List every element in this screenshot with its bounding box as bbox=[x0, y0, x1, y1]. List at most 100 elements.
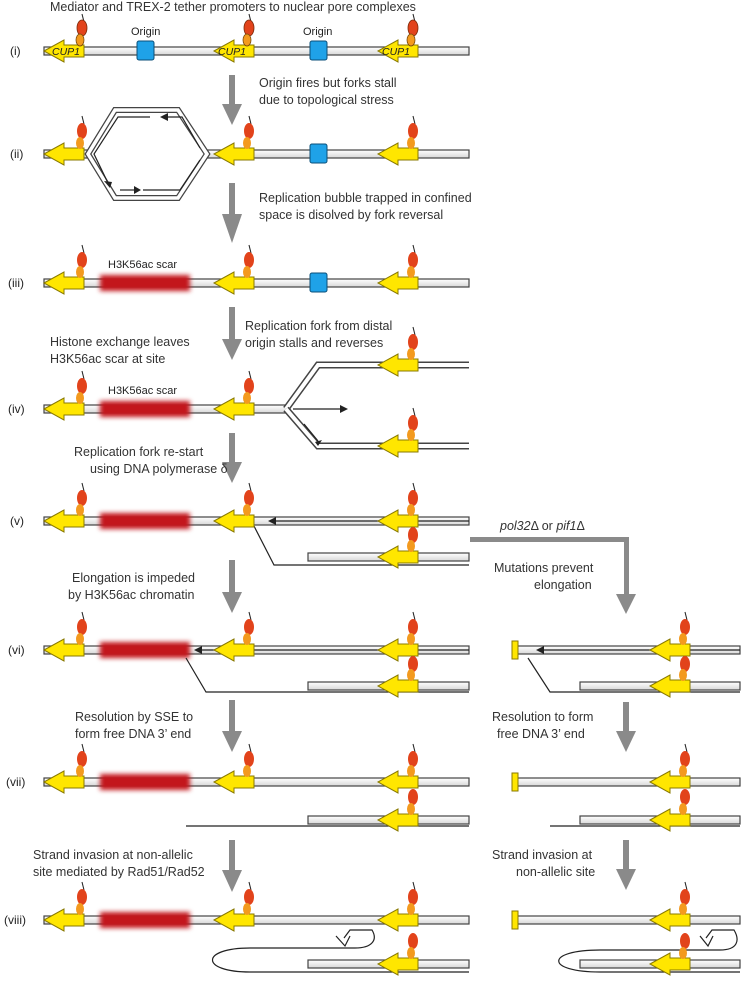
gene-arrow bbox=[212, 770, 255, 794]
dna-end-block bbox=[511, 910, 519, 930]
caption-line: site mediated by Rad51/Rad52 bbox=[33, 865, 205, 879]
step-label: (ii) bbox=[10, 147, 23, 161]
pore-tether-icon bbox=[679, 743, 690, 777]
caption-line: using DNA polymerase δ bbox=[90, 462, 228, 476]
gene-arrow bbox=[42, 397, 85, 421]
gene-arrow bbox=[648, 908, 691, 932]
scar-label: H3K56ac scar bbox=[108, 259, 177, 271]
step-labels: (i) (ii) (iii) (iv) (v) (vi) (vii) (viii… bbox=[4, 44, 26, 927]
row-v bbox=[42, 482, 470, 569]
caption-line: elongation bbox=[534, 578, 592, 592]
caption-line: Strand invasion at bbox=[492, 848, 593, 862]
gene-label: CUP1 bbox=[52, 46, 80, 58]
down-arrow-icon bbox=[222, 560, 242, 613]
caption-line: form free DNA 3’ end bbox=[75, 727, 191, 741]
step-label: (vi) bbox=[8, 643, 25, 657]
mutation-sep: Δ or bbox=[531, 519, 557, 533]
mutation-delta: Δ bbox=[576, 519, 584, 533]
pore-tether-icon bbox=[407, 527, 418, 552]
gene-arrow bbox=[376, 545, 419, 569]
down-arrow-icon bbox=[222, 700, 242, 752]
invading-strand bbox=[211, 929, 469, 973]
down-arrow-icon bbox=[222, 183, 242, 243]
step-label: (i) bbox=[10, 44, 21, 58]
origin-box bbox=[136, 40, 155, 61]
gene-arrow bbox=[376, 674, 419, 698]
pore-tether-icon bbox=[243, 743, 254, 777]
diagram-title: Mediator and TREX-2 tether promoters to … bbox=[50, 0, 416, 14]
pore-tether-icon bbox=[679, 656, 690, 681]
gene-arrow bbox=[212, 509, 255, 533]
dna-duplex bbox=[513, 777, 741, 787]
down-arrow-icon bbox=[222, 840, 242, 892]
gene-arrow bbox=[212, 908, 255, 932]
origin-box bbox=[309, 143, 328, 164]
caption-line: due to topological stress bbox=[259, 93, 394, 107]
row-vi bbox=[42, 611, 470, 698]
pore-tether-icon bbox=[76, 743, 87, 777]
gene-arrow bbox=[42, 770, 85, 794]
caption-line: Replication fork re-start bbox=[74, 445, 204, 459]
origin-label: Origin bbox=[131, 26, 160, 38]
pore-tether-icon bbox=[243, 881, 254, 915]
pore-tether-icon bbox=[76, 611, 87, 645]
gene-arrow bbox=[648, 638, 691, 662]
down-arrow-icon bbox=[222, 307, 242, 360]
pore-tether-icon bbox=[243, 115, 254, 149]
caption-line: Strand invasion at non-allelic bbox=[33, 848, 193, 862]
mutant-captions: pol32Δ or pif1Δ Mutations prevent elonga… bbox=[492, 519, 595, 879]
pore-tether-icon bbox=[242, 13, 255, 47]
pore-tether-icon bbox=[407, 244, 418, 278]
origin-box bbox=[309, 272, 328, 293]
dna-duplex bbox=[513, 915, 741, 925]
row-ii bbox=[42, 107, 470, 201]
h3k56ac-scar bbox=[100, 912, 190, 928]
caption-line: Elongation is impeded bbox=[72, 571, 195, 585]
pore-tether-icon bbox=[407, 326, 418, 360]
caption-line: by H3K56ac chromatin bbox=[68, 588, 195, 602]
pore-tether-icon bbox=[407, 881, 418, 915]
caption-line: Resolution to form bbox=[492, 710, 593, 724]
mutation-gene-1: pol32 bbox=[499, 519, 531, 533]
gene-arrow: CUP1 bbox=[42, 39, 85, 63]
pore-tether-icon bbox=[76, 482, 87, 516]
down-arrow-icon bbox=[616, 840, 636, 890]
row-vii bbox=[42, 743, 470, 832]
down-arrow-icon bbox=[616, 702, 636, 752]
step-label: (iv) bbox=[8, 402, 25, 416]
down-arrow-icon bbox=[222, 433, 242, 483]
pore-tether-icon bbox=[407, 407, 418, 441]
gene-arrow: CUP1 bbox=[376, 39, 419, 63]
gene-arrow bbox=[376, 952, 419, 976]
caption-line: Replication fork from distal bbox=[245, 319, 392, 333]
gene-arrow bbox=[212, 397, 255, 421]
pore-tether-icon bbox=[243, 370, 254, 404]
gene-arrow bbox=[376, 434, 419, 458]
gene-label: CUP1 bbox=[218, 46, 246, 58]
scar-label: H3K56ac scar bbox=[108, 385, 177, 397]
gene-arrow bbox=[376, 908, 419, 932]
pore-tether-icon bbox=[407, 482, 418, 516]
caption-line: origin stalls and reverses bbox=[245, 336, 383, 350]
gene-arrow bbox=[376, 808, 419, 832]
gene-arrow bbox=[42, 271, 85, 295]
gene-arrow bbox=[42, 908, 85, 932]
caption-line: H3K56ac scar at site bbox=[50, 352, 165, 366]
down-arrow-icon bbox=[222, 75, 242, 125]
gene-arrow bbox=[212, 638, 255, 662]
pore-tether-icon bbox=[243, 611, 254, 645]
pore-tether-icon bbox=[407, 933, 418, 959]
gene-arrow bbox=[376, 271, 419, 295]
invading-strand bbox=[558, 929, 740, 973]
row-i: CUP1 CUP1 CUP1 Origin Origin bbox=[42, 13, 470, 63]
pore-tether-icon bbox=[407, 789, 418, 815]
pore-tether-icon bbox=[679, 789, 690, 815]
gene-arrow bbox=[212, 271, 255, 295]
gene-arrow bbox=[42, 638, 85, 662]
mutation-label: pol32Δ or pif1Δ bbox=[499, 519, 585, 533]
row-viii-mutant bbox=[511, 881, 741, 976]
captions: Origin fires but forks stall due to topo… bbox=[33, 76, 472, 879]
gene-arrow bbox=[376, 770, 419, 794]
caption-line: Replication bubble trapped in confined bbox=[259, 191, 472, 205]
